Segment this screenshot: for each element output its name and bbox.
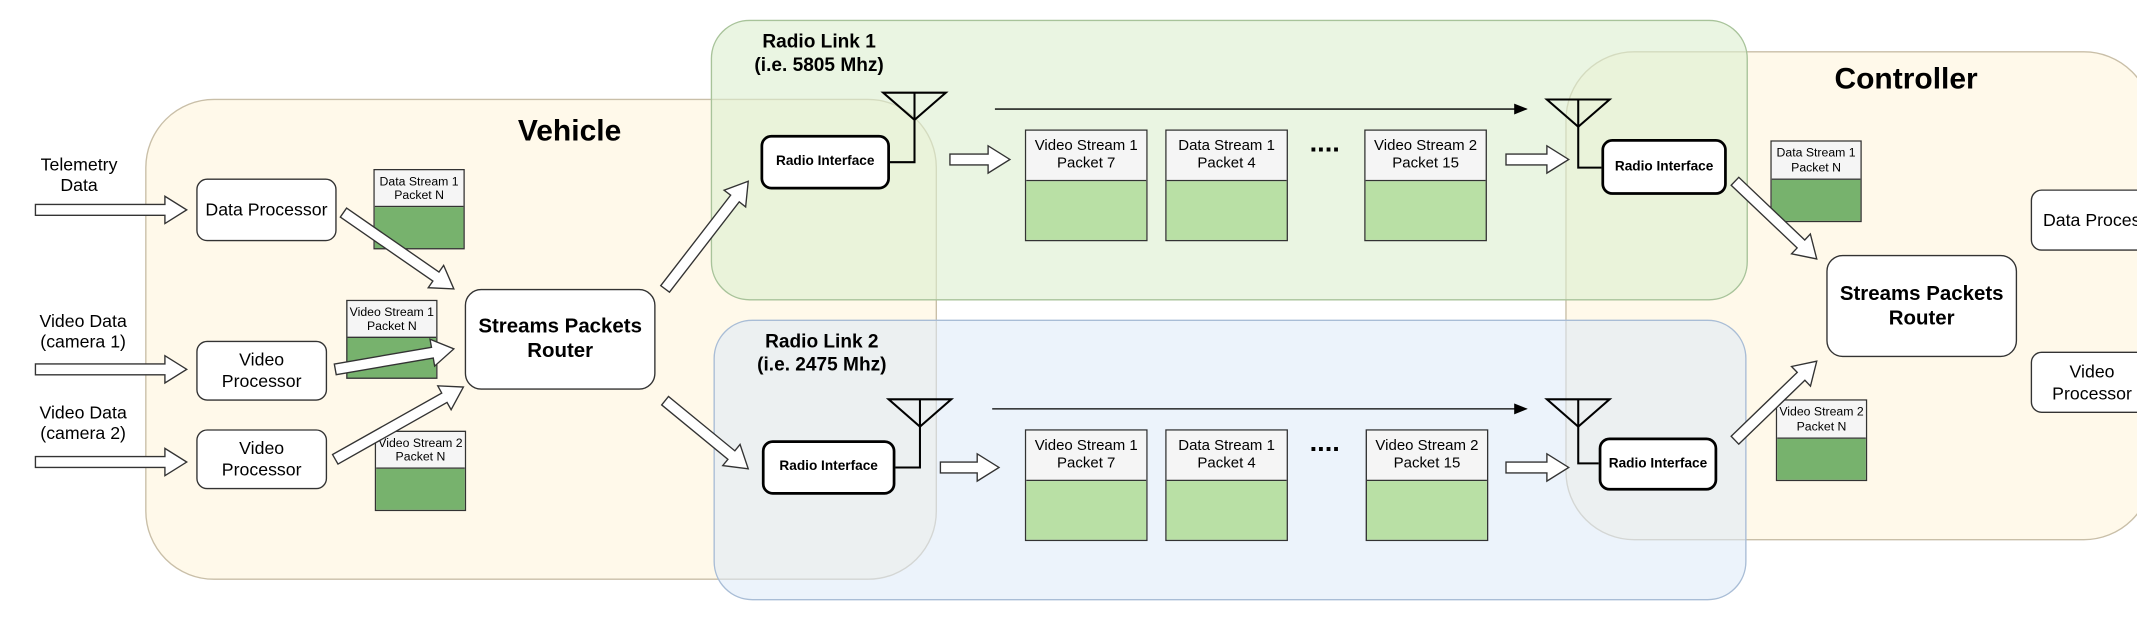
video-processor-1-to-router-arrow (333, 338, 456, 376)
packet-header: Data Stream 1 Packet N (1771, 141, 1861, 180)
vehicle-packet-video-stream-2: Video Stream 2 Packet N (374, 430, 467, 512)
link-1-radio-interface-tx: Radio Interface (760, 134, 890, 190)
link-1-packet-a: Video Stream 1 Packet 7 (1024, 129, 1148, 242)
packet-header: Video Stream 2 Packet N (376, 432, 465, 469)
antenna-icon (1544, 98, 1613, 169)
packet-header: Video Stream 1 Packet 7 (1026, 130, 1147, 182)
link-1-packet-c: Video Stream 2 Packet 15 (1364, 129, 1487, 242)
telemetry-input-label: Telemetry Data (40, 154, 118, 196)
telemetry-arrow (34, 195, 189, 225)
link-1-radio-interface-rx: Radio Interface (1601, 139, 1727, 195)
packet-header: Video Stream 2 Packet 15 (1366, 430, 1487, 482)
link-2-tx-to-packets-arrow (939, 452, 1001, 483)
controller-data-processor: Data Proces (2030, 189, 2137, 251)
antenna-icon (1544, 398, 1613, 465)
router-to-link-2-arrow (660, 395, 750, 470)
packet-body (1026, 481, 1147, 540)
radio-link-1-title: Radio Link 1 (i.e. 5805 Mhz) (754, 29, 884, 75)
packet-body (1365, 181, 1486, 240)
video-camera-2-arrow (34, 447, 189, 477)
link-1-ellipsis: .... (1309, 128, 1340, 159)
antenna-icon (885, 398, 955, 469)
controller-streams-packets-router: Streams Packets Router (1826, 254, 2018, 358)
packet-header: Video Stream 1 Packet N (347, 301, 437, 338)
router-to-link-1-arrow (659, 180, 750, 294)
link-2-packet-a: Video Stream 1 Packet 7 (1024, 429, 1148, 542)
controller-title: Controller (1834, 61, 1978, 96)
video-camera-2-input-label: Video Data (camera 2) (39, 402, 127, 444)
video-camera-1-arrow (34, 354, 189, 385)
packet-body (1771, 179, 1861, 221)
packet-body (376, 468, 465, 510)
packet-body (1166, 481, 1287, 540)
vehicle-data-processor: Data Processor (196, 178, 337, 242)
link-2-packet-c: Video Stream 2 Packet 15 (1365, 429, 1489, 542)
controller-video-processor: Video Processor (2030, 351, 2137, 413)
controller-packet-video-stream-2: Video Stream 2 Packet N (1775, 399, 1868, 482)
vehicle-video-processor-1: Video Processor (196, 340, 328, 401)
packet-body (1366, 481, 1487, 540)
packet-body (1026, 181, 1147, 240)
antenna-icon (880, 91, 949, 164)
link-1-packets-to-rx-arrow (1505, 144, 1570, 175)
video-processor-2-to-router-arrow (331, 385, 465, 465)
link-2-packet-b: Data Stream 1 Packet 4 (1165, 429, 1288, 542)
link-2-radio-interface-rx: Radio Interface (1598, 437, 1718, 491)
link-1-tx-to-packets-arrow (949, 144, 1012, 175)
packet-body (1166, 181, 1287, 240)
packet-header: Video Stream 1 Packet 7 (1026, 430, 1147, 482)
flow-arrows (34, 144, 1818, 483)
link-2-rx-to-router-arrow (1730, 360, 1818, 446)
link-1-rx-to-router-arrow (1730, 176, 1818, 260)
packet-header: Data Stream 1 Packet 4 (1166, 130, 1287, 182)
link-2-radio-interface-tx: Radio Interface (761, 440, 896, 495)
radio-link-2-title: Radio Link 2 (i.e. 2475 Mhz) (757, 329, 887, 375)
link-1-packet-b: Data Stream 1 Packet 4 (1165, 129, 1288, 242)
data-processor-to-router-arrow (339, 207, 455, 290)
link-2-packets-to-rx-arrow (1505, 452, 1570, 483)
packet-body (1777, 438, 1866, 480)
video-camera-1-input-label: Video Data (camera 1) (39, 310, 127, 353)
packet-header: Video Stream 2 Packet 15 (1365, 130, 1486, 182)
packet-header: Video Stream 2 Packet N (1777, 400, 1866, 439)
vehicle-streams-packets-router: Streams Packets Router (464, 288, 656, 390)
vehicle-packet-video-stream-1: Video Stream 1 Packet N (346, 299, 438, 379)
link-2-ellipsis: .... (1309, 427, 1340, 458)
vehicle-video-processor-2: Video Processor (196, 429, 328, 490)
vehicle-title: Vehicle (517, 113, 622, 148)
packet-header: Data Stream 1 Packet 4 (1166, 430, 1287, 482)
packet-header: Data Stream 1 Packet N (374, 170, 464, 208)
controller-packet-data-stream-1: Data Stream 1 Packet N (1770, 140, 1862, 223)
antennas (880, 91, 1613, 469)
